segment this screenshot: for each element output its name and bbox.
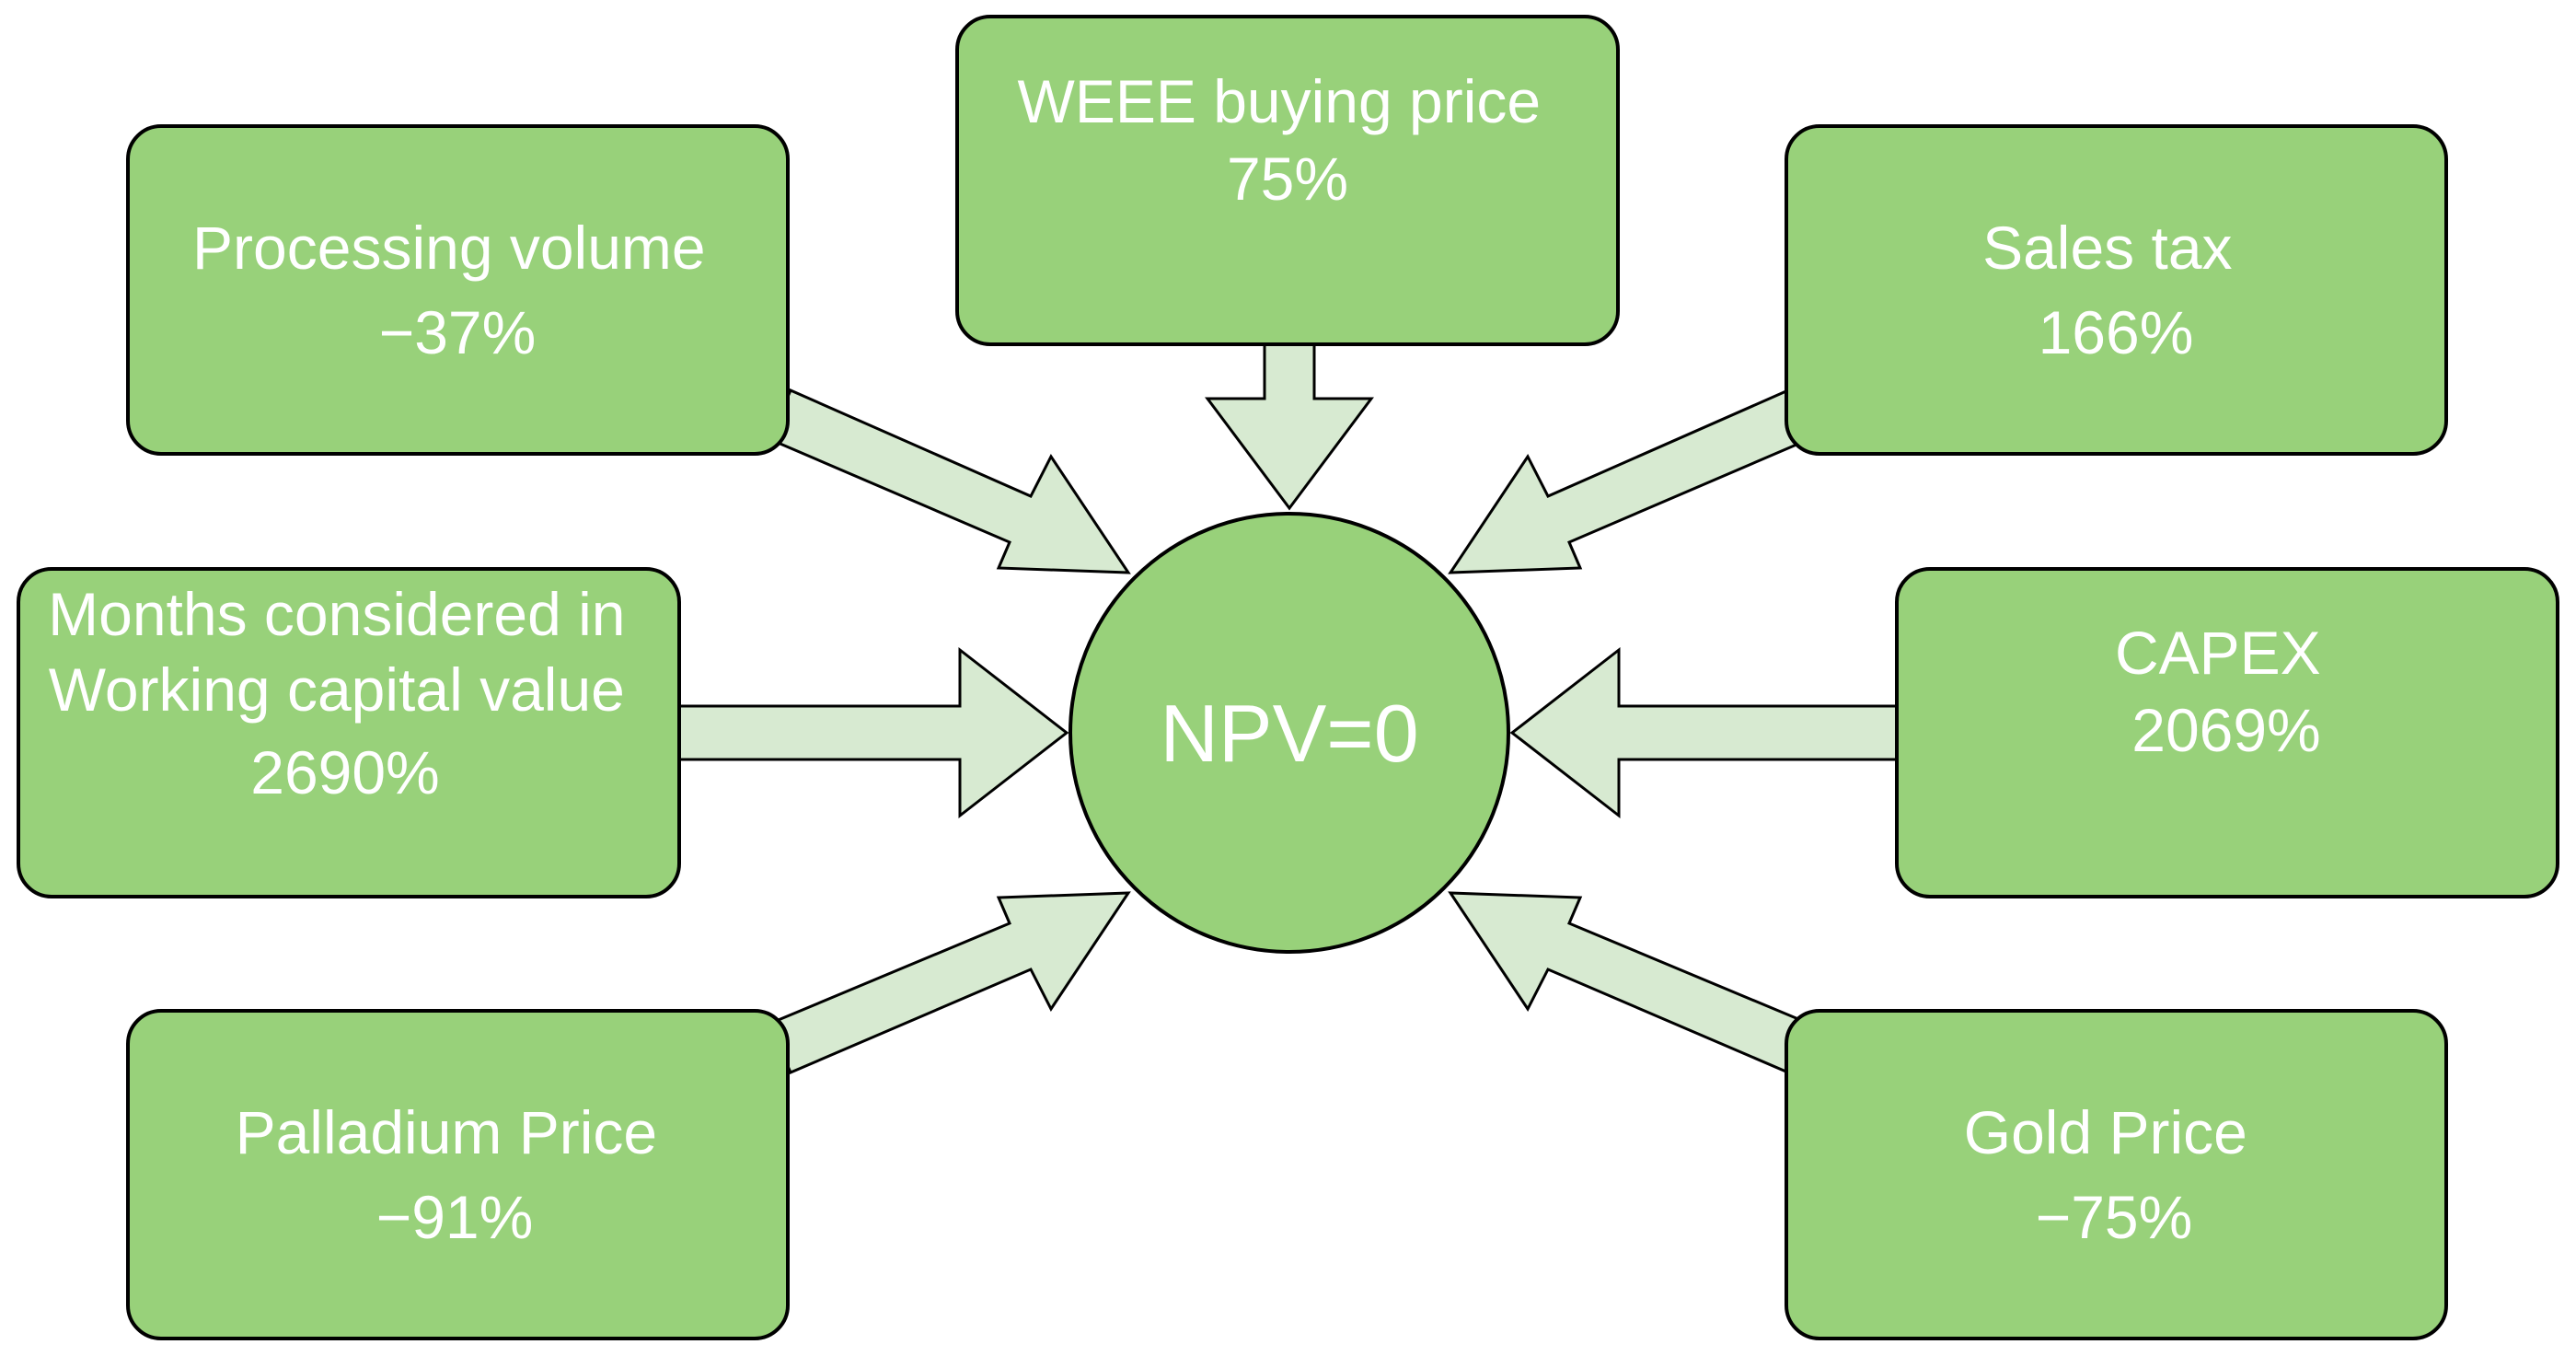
factor-box-gold-price: Gold Price −75% bbox=[1785, 1009, 2448, 1340]
factor-label: Months considered in Working capital val… bbox=[48, 580, 642, 806]
arrow-processing-volume bbox=[768, 388, 1131, 574]
factor-box-capex: CAPEX 2069% bbox=[1895, 567, 2559, 898]
arrow-capex bbox=[1509, 646, 1901, 819]
center-node: NPV=0 bbox=[1069, 512, 1510, 954]
factor-label: CAPEX 2069% bbox=[2115, 619, 2338, 764]
arrow-weee-buying-price bbox=[1205, 341, 1374, 511]
factor-box-palladium-price: Palladium Price −91% bbox=[126, 1009, 790, 1340]
arrow-gold-price bbox=[1448, 891, 1811, 1074]
arrow-working-capital-months bbox=[677, 646, 1069, 819]
factor-label: Sales tax 166% bbox=[1982, 214, 2249, 366]
factor-box-processing-volume: Processing volume −37% bbox=[126, 124, 790, 456]
factor-box-weee-buying-price: WEEE buying price 75% bbox=[955, 15, 1620, 346]
factor-label: WEEE buying price 75% bbox=[1018, 67, 1558, 213]
factor-label: Palladium Price −91% bbox=[236, 1098, 675, 1251]
arrows bbox=[677, 341, 1901, 1074]
arrow-sales-tax bbox=[1448, 388, 1811, 574]
factor-label: Processing volume −37% bbox=[192, 214, 722, 366]
center-label: NPV=0 bbox=[1160, 688, 1418, 779]
factor-label: Gold Price −75% bbox=[1964, 1098, 2264, 1251]
arrow-palladium-price bbox=[768, 891, 1131, 1074]
factor-box-working-capital-months: Months considered in Working capital val… bbox=[17, 567, 681, 898]
factor-box-sales-tax: Sales tax 166% bbox=[1785, 124, 2448, 456]
